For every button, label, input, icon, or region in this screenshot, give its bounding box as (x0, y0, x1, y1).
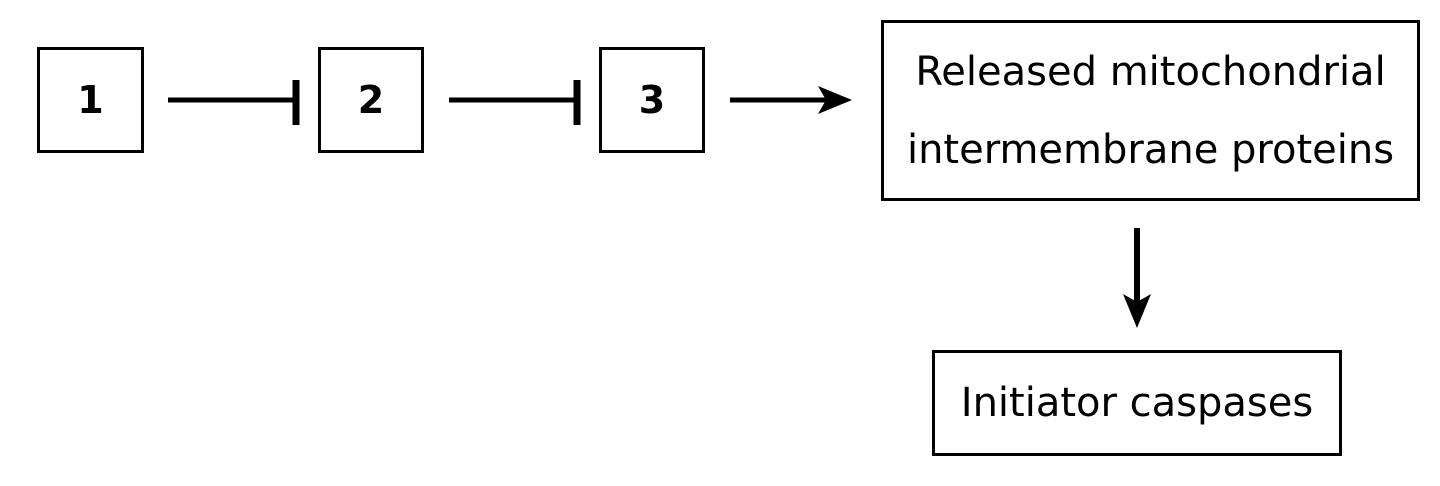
inhibition-edge-1-2 (168, 80, 300, 125)
node-2: 2 (318, 47, 424, 153)
node-released-proteins: Released mitochondrial intermembrane pro… (881, 20, 1420, 201)
activation-edge-released-initiator (1123, 228, 1151, 328)
initiator-caspases-label: Initiator caspases (960, 380, 1314, 426)
node-3: 3 (599, 47, 705, 153)
node-1: 1 (37, 47, 144, 153)
node-3-label: 3 (638, 78, 666, 122)
released-proteins-line1: Released mitochondrial (915, 48, 1386, 95)
inhibition-edge-2-3 (449, 80, 581, 125)
node-1-label: 1 (77, 78, 104, 122)
released-proteins-line2: intermembrane proteins (906, 126, 1395, 173)
node-2-label: 2 (357, 78, 385, 122)
activation-edge-3-released (730, 86, 852, 114)
node-initiator-caspases: Initiator caspases (932, 350, 1342, 456)
